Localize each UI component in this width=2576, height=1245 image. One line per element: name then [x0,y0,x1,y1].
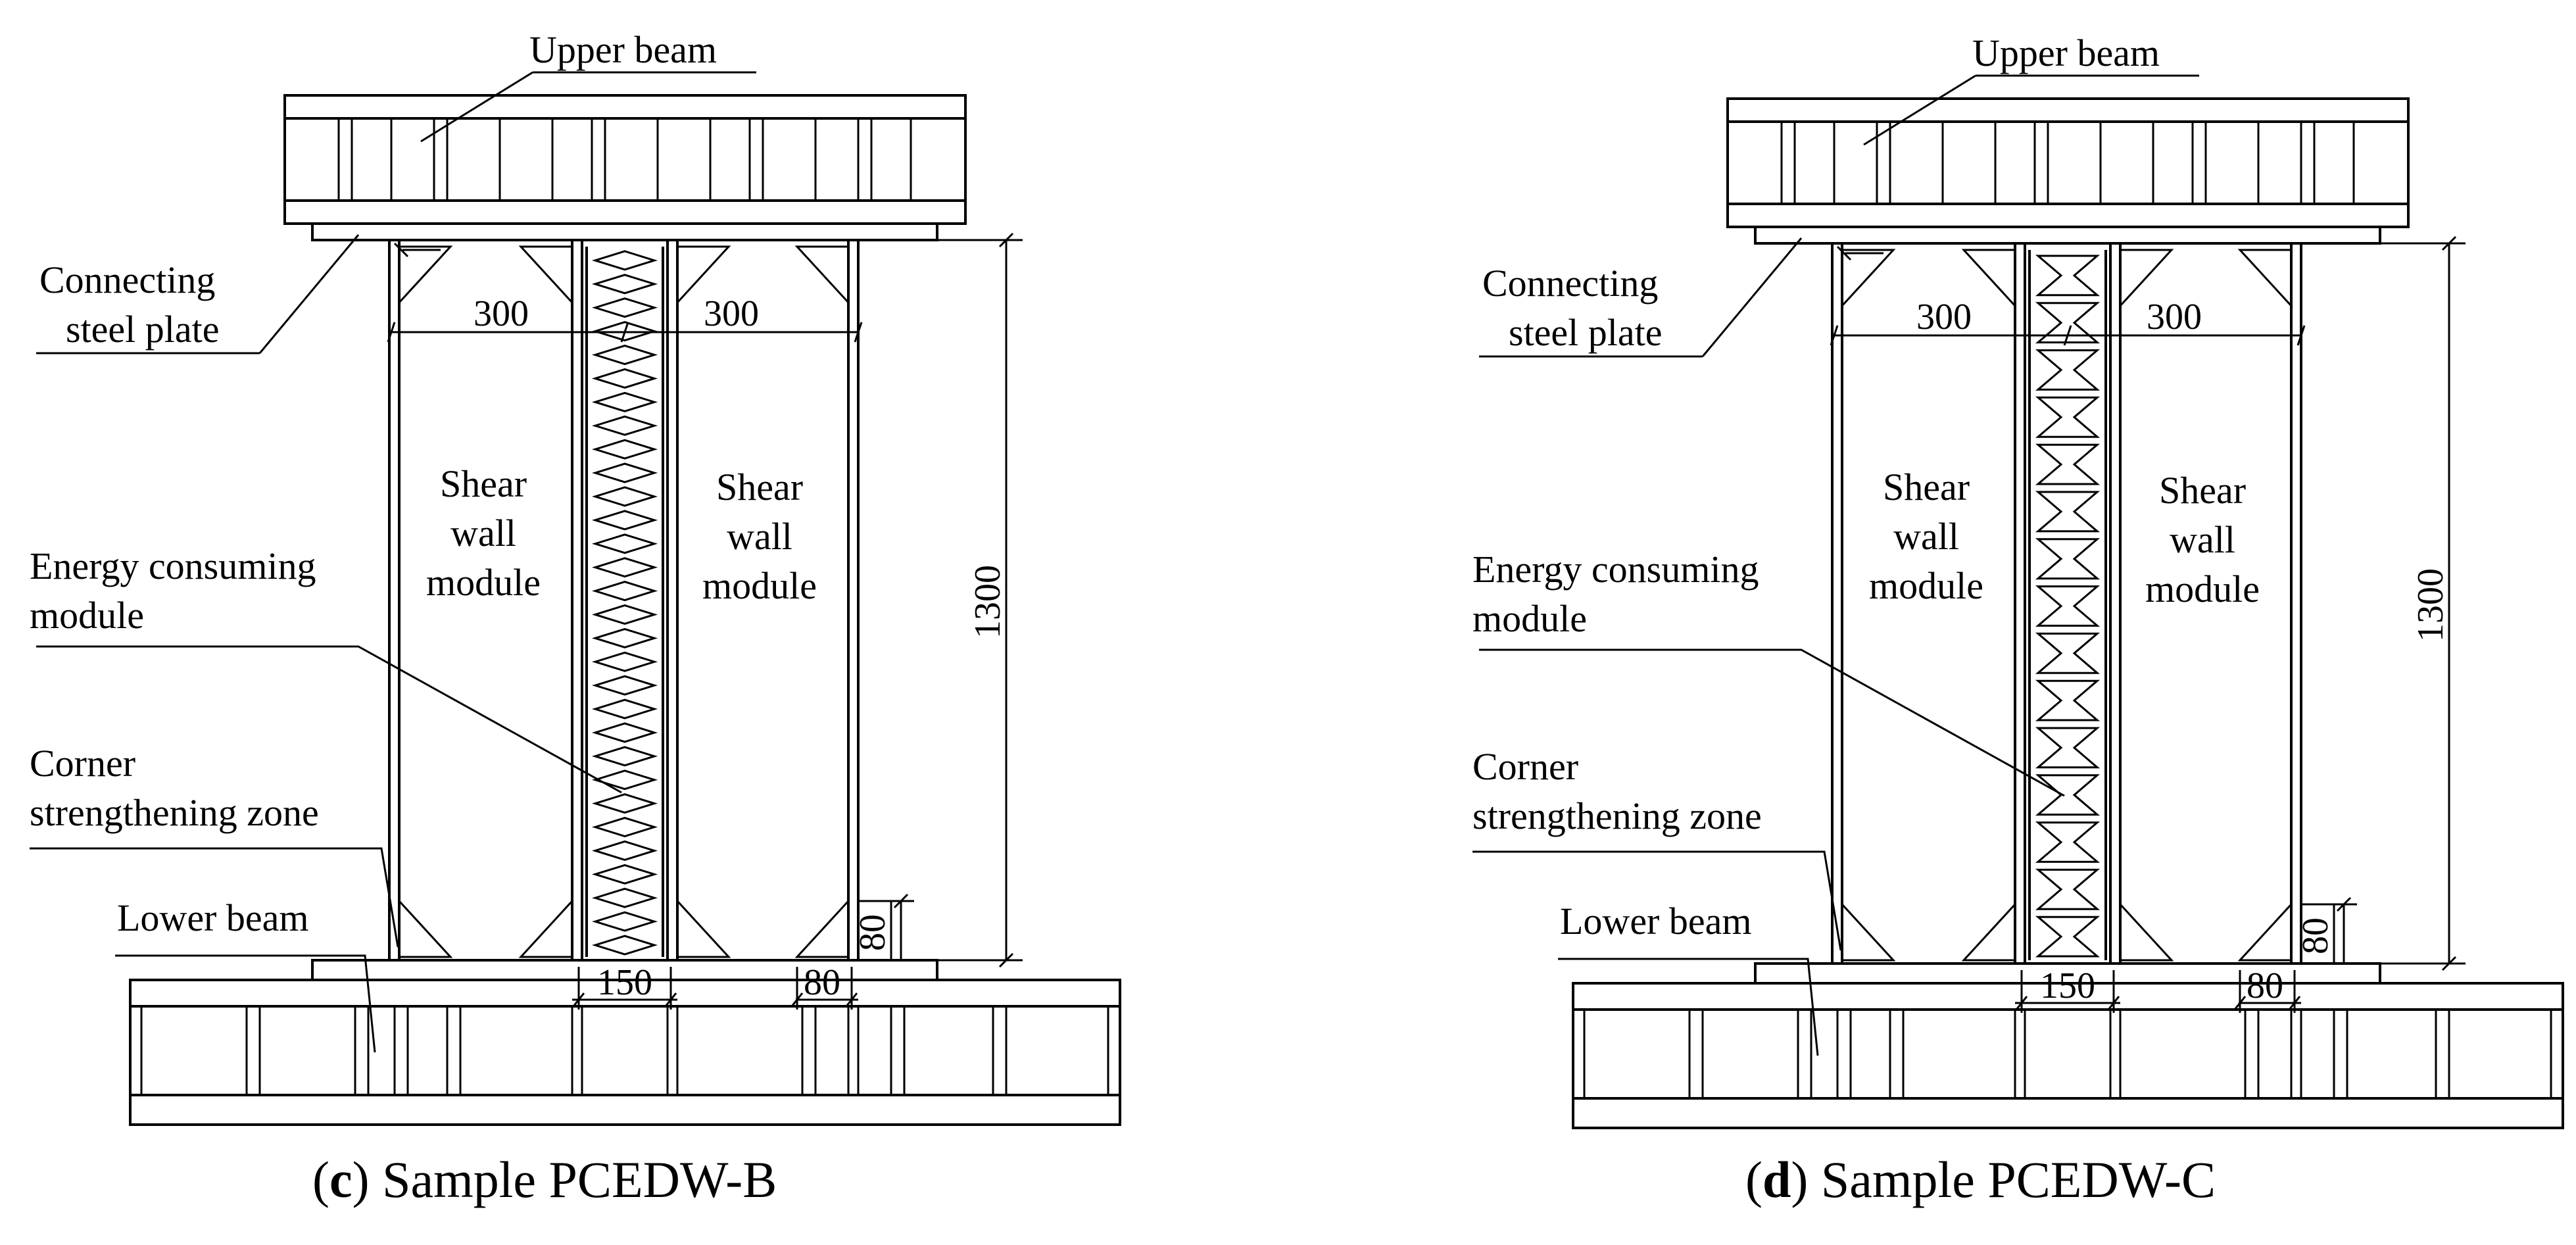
diamond-cell [591,864,658,885]
diamond-cell [591,486,658,507]
hourglass-cell [2035,774,2101,816]
diamond-cell [591,722,658,743]
dim-height: 1300 [2410,568,2451,642]
label-connecting-1: Connecting [1482,262,1658,305]
caption-d-text: (d) Sample PCEDW-C [1745,1151,2216,1208]
label-shear-right-3: module [702,564,817,607]
diamond-cell [591,840,658,861]
hourglass-cell [2035,538,2101,580]
label-upper-beam: Upper beam [529,28,717,71]
panel-d: Upper beam Connecting steel plate 300 30… [1471,32,2564,1208]
dim-core-width: 150 [597,962,652,1003]
label-lower-beam: Lower beam [1560,900,1751,942]
diamond-cell [591,250,658,271]
diamond-cell [591,510,658,531]
label-shear-left-2: wall [450,512,516,554]
dim-width-right: 300 [704,293,759,334]
caption-text: Sample PCEDW-C [1808,1151,2216,1208]
hourglass-cell [2035,255,2101,297]
diamond-cell [591,391,658,412]
dim-width-right: 300 [2147,297,2202,337]
caption-c-text: (c) Sample PCEDW-B [312,1151,777,1208]
label-shear-left-2: wall [1893,515,1959,558]
diamond-cell [591,627,658,648]
label-energy-2: module [1472,597,1587,640]
energy-module-hourglass [2035,255,2101,958]
diamond-cell [591,462,658,483]
label-energy-2: module [30,594,144,637]
hourglass-cell [2035,679,2101,721]
hourglass-cell [2035,396,2101,438]
label-shear-left-3: module [426,561,541,604]
diamond-cell [591,698,658,720]
dim-corner-height: 80 [852,914,893,951]
label-corner-1: Corner [1472,745,1578,788]
dim-corner-width: 80 [804,962,840,1003]
label-shear-right-1: Shear [716,466,803,508]
dim-height: 1300 [967,565,1008,639]
dim-corner-height: 80 [2295,917,2336,954]
diamond-cell [591,675,658,696]
label-corner-2: strengthening zone [30,791,319,834]
caption-text: Sample PCEDW-B [370,1151,777,1208]
hourglass-cell [2035,585,2101,627]
label-connecting-1: Connecting [39,258,215,301]
diamond-cell [591,746,658,767]
label-shear-right-1: Shear [2159,469,2246,512]
diamond-cell [591,604,658,625]
label-upper-beam: Upper beam [1972,32,2160,74]
hourglass-cell [2035,632,2101,674]
label-corner-2: strengthening zone [1472,794,1762,837]
label-connecting-2: steel plate [1509,311,1663,354]
diamond-cell [591,415,658,436]
label-connecting-2: steel plate [66,308,220,351]
diamond-cell [591,297,658,318]
caption-letter-bold: c [329,1151,352,1208]
caption-letter-bold: d [1762,1151,1791,1208]
diamond-cell [591,345,658,366]
diamond-cell [591,368,658,389]
label-shear-right-2: wall [2170,518,2235,561]
label-shear-left-1: Shear [440,462,527,505]
hourglass-cell [2035,491,2101,533]
label-shear-left-3: module [1869,564,1983,607]
diamond-cell [591,581,658,602]
label-shear-left-1: Shear [1883,466,1970,508]
hourglass-cell [2035,821,2101,863]
hourglass-cell [2035,302,2101,344]
energy-module-diamond [591,250,658,956]
diamond-cell [591,793,658,814]
panel-c: Upper beam Connecting steel plate 300 30… [28,28,1121,1208]
label-lower-beam: Lower beam [117,896,308,939]
hourglass-cell [2035,868,2101,910]
diamond-cell [591,439,658,460]
dim-core-width: 150 [2040,965,2095,1006]
diamond-cell [591,817,658,838]
dim-corner-width: 80 [2247,965,2283,1006]
diamond-cell [591,557,658,578]
dim-width-left: 300 [474,293,529,334]
hourglass-cell [2035,915,2101,958]
hourglass-cell [2035,349,2101,391]
label-energy-1: Energy consuming [30,545,316,587]
diamond-cell [591,911,658,932]
dim-width-left: 300 [1916,297,1972,337]
label-shear-right-3: module [2145,568,2260,610]
label-shear-right-2: wall [727,515,792,558]
diamond-cell [591,321,658,342]
hourglass-cell [2035,727,2101,769]
label-corner-1: Corner [30,742,135,785]
label-energy-1: Energy consuming [1472,548,1759,591]
hourglass-cell [2035,443,2101,485]
diamond-cell [591,533,658,554]
diamond-cell [591,935,658,956]
diamond-cell [591,274,658,295]
diamond-cell [591,651,658,672]
diamond-cell [591,887,658,908]
diamond-cell [591,769,658,791]
